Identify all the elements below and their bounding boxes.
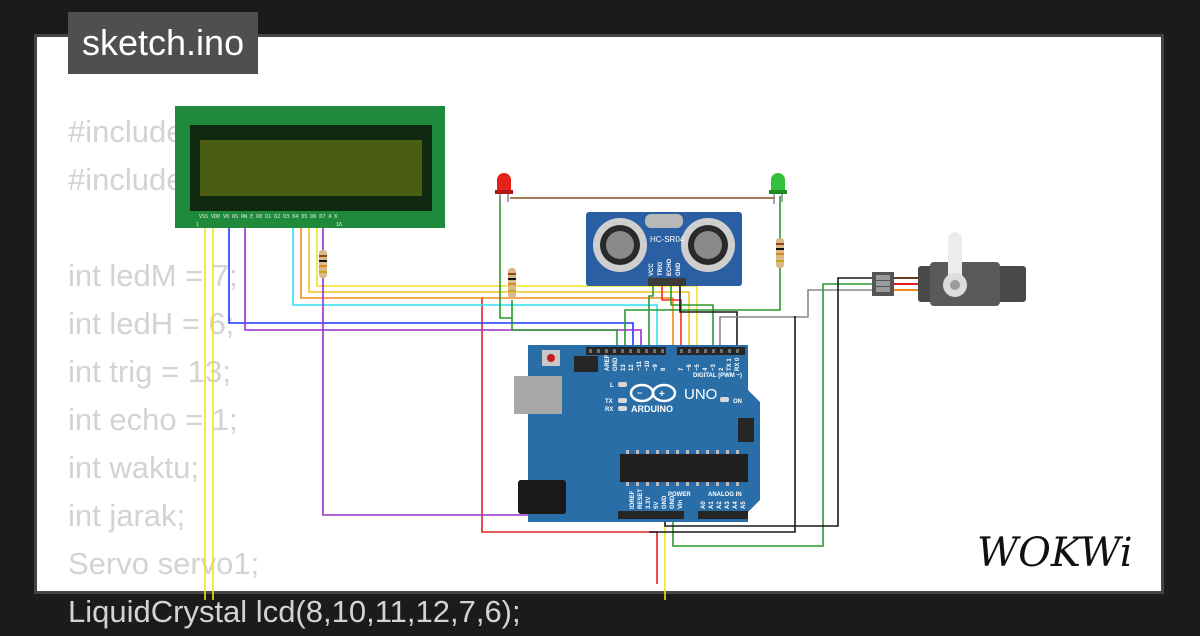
code-line: int ledH = 6; xyxy=(68,306,235,341)
pin-7: 7 xyxy=(679,367,685,371)
power-pin-labels: IOREF RESET 3.3V 5V GND GND Vin xyxy=(630,489,684,509)
wire-us-echo xyxy=(670,284,714,352)
code-line: int waktu; xyxy=(68,450,199,485)
pin-2: 2 xyxy=(719,367,725,371)
wire-servo-vcc xyxy=(672,283,880,547)
pin-6: ~6 xyxy=(687,363,693,371)
pin-vin: Vin xyxy=(678,499,684,509)
us-pin-vcc: VCC xyxy=(649,263,655,276)
pin-5: ~5 xyxy=(695,363,701,371)
indicator-tx-label: TX xyxy=(605,399,613,405)
lcd-display[interactable]: VSS VDD V0 RS RW E D0 D1 D2 D3 D4 D5 D6 … xyxy=(175,106,445,228)
pin-3v3: 3.3V xyxy=(646,497,652,509)
ultrasonic-label: HC-SR04 xyxy=(650,235,685,244)
indicator-on-label: ON xyxy=(733,399,742,405)
us-pin-gnd: GND xyxy=(676,262,682,276)
power-jack xyxy=(518,480,566,514)
indicator-rx-label: RX xyxy=(605,407,613,413)
pin-a3: A3 xyxy=(725,501,731,509)
pin-13: 13 xyxy=(621,364,627,371)
pin-a5: A5 xyxy=(741,501,747,509)
arduino-logo: − + xyxy=(629,383,677,403)
wires xyxy=(204,196,880,600)
led-green[interactable] xyxy=(769,173,787,204)
pin-a2: A2 xyxy=(717,501,723,509)
svg-text:+: + xyxy=(659,389,665,400)
sketch-title: sketch.ino xyxy=(68,12,259,74)
wire-lcd-d7 xyxy=(316,222,698,352)
pin-gnd-2: GND xyxy=(670,495,676,509)
us-pin-trig: TRIG xyxy=(658,261,664,276)
pin-rx: RX 0 xyxy=(735,357,741,371)
wire-lcd-d4 xyxy=(292,222,658,352)
microcontroller-chip xyxy=(620,454,748,482)
wire-lcd-d5 xyxy=(300,222,674,352)
lcd-pin-labels: VSS VDD V0 RS RW E D0 D1 D2 D3 D4 D5 D6 … xyxy=(199,214,337,220)
wire-lcd-rs xyxy=(228,222,634,352)
code-line: int echo = 1; xyxy=(68,402,238,437)
lcd-pin-last: 16 xyxy=(336,222,342,228)
pin-9: ~9 xyxy=(653,363,659,371)
wire-servo-signal xyxy=(719,289,880,352)
lcd-pin-first: 1 xyxy=(196,222,199,228)
pin-8: 8 xyxy=(661,367,667,371)
pin-5v: 5V xyxy=(654,502,660,509)
arduino-uno[interactable]: DIGITAL (PWM ~) − + ARDUINO UNO L TX RX … xyxy=(514,345,760,522)
pin-a1: A1 xyxy=(709,501,715,509)
code-line: int jarak; xyxy=(68,498,186,533)
arduino-brand: ARDUINO xyxy=(631,404,673,414)
digital-pin-labels: AREF GND 13 12 ~11 ~10 ~9 8 7 ~6 ~5 4 ~3… xyxy=(605,354,741,371)
pin-reset: RESET xyxy=(638,489,644,509)
wokwi-logo: WOKWi xyxy=(977,530,1133,576)
indicator-l-label: L xyxy=(610,383,614,389)
svg-text:−: − xyxy=(637,388,642,398)
pin-10: ~10 xyxy=(645,360,651,371)
pin-a0: A0 xyxy=(701,501,707,509)
wokwi-logo-text: WOKWi xyxy=(977,530,1133,576)
code-line: Servo servo1; xyxy=(68,546,260,581)
ultrasonic-sensor[interactable]: HC-SR04 VCC TRIG ECHO GND xyxy=(586,212,742,286)
resistor-red-led[interactable] xyxy=(508,268,516,298)
analog-pin-labels: A0 A1 A2 A3 A4 A5 xyxy=(701,501,747,509)
pin-gnd-1: GND xyxy=(662,495,668,509)
pin-a4: A4 xyxy=(733,501,739,509)
pin-gnd-top: GND xyxy=(613,357,619,371)
lcd-pin-header xyxy=(200,219,342,224)
pin-aref: AREF xyxy=(605,354,611,371)
wire-led-red-res xyxy=(511,300,618,352)
analog-label: ANALOG IN xyxy=(708,492,742,498)
pin-3: ~3 xyxy=(711,363,717,371)
servo-motor[interactable] xyxy=(872,232,1026,306)
us-pin-echo: ECHO xyxy=(667,258,673,276)
resistor-green-led[interactable] xyxy=(776,238,784,268)
wire-led-red xyxy=(499,196,512,319)
wire-gnd-black xyxy=(649,316,796,533)
code-line: LiquidCrystal lcd(8,10,11,12,7,6); xyxy=(68,594,521,629)
power-label: POWER xyxy=(668,492,691,498)
resistor-lcd[interactable] xyxy=(319,250,327,278)
pin-11: ~11 xyxy=(637,360,643,371)
arduino-model: UNO xyxy=(684,386,717,403)
wire-us-gnd xyxy=(679,284,738,352)
pin-12: 12 xyxy=(629,364,635,371)
wire-lcd-e xyxy=(244,222,642,352)
code-line: int trig = 13; xyxy=(68,354,231,389)
pin-4: 4 xyxy=(703,367,709,371)
code-line: int ledM = 7; xyxy=(68,258,238,293)
wire-us-vcc xyxy=(648,284,654,352)
wire-5v-red xyxy=(481,297,658,584)
usb-port xyxy=(514,376,562,414)
pin-ioref: IOREF xyxy=(630,490,636,509)
led-red[interactable] xyxy=(495,173,513,204)
pin-tx: TX 1 xyxy=(727,358,733,371)
wire-lcd-d6 xyxy=(308,222,690,352)
digital-label: DIGITAL (PWM ~) xyxy=(693,373,742,379)
